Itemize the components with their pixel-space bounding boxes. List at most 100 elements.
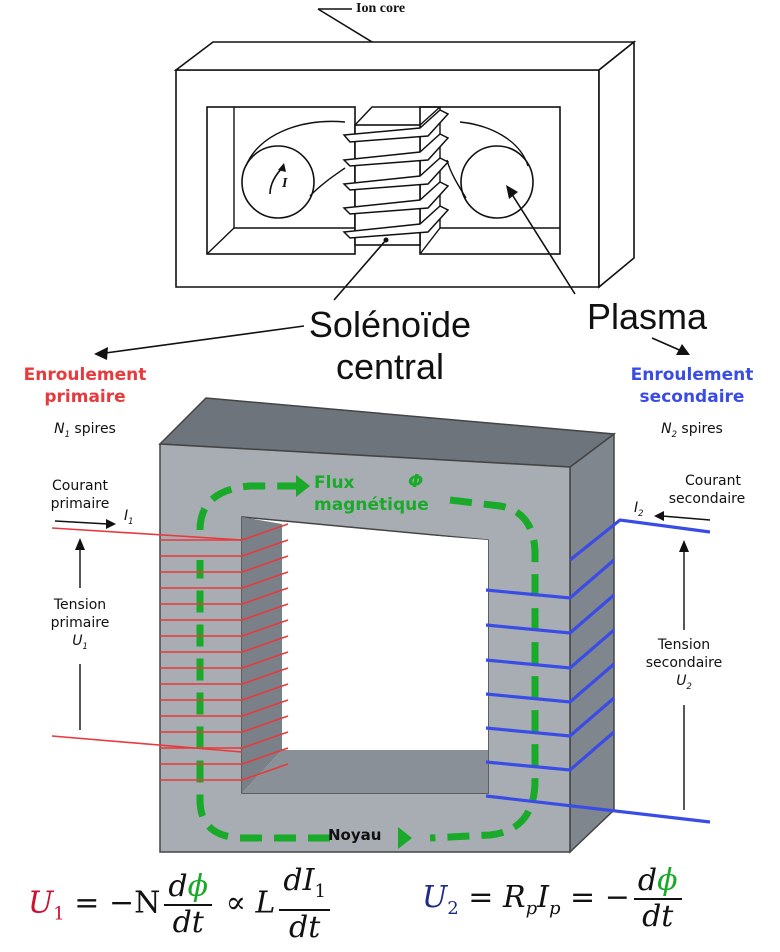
primary-turns: N1 spires xyxy=(10,420,160,443)
core-right-face xyxy=(598,40,635,289)
eq1-num2: dI xyxy=(283,863,315,898)
eq1-den2: dt xyxy=(289,910,321,945)
secondary-turns: N2 spires xyxy=(612,420,772,443)
secondary-turns-sub: 2 xyxy=(671,428,677,439)
primary-current-label: Courant primaire xyxy=(30,477,130,513)
core-label: Noyau xyxy=(328,826,382,844)
primary-title: Enroulement primaire xyxy=(10,364,160,408)
window-inner-bottom xyxy=(242,750,488,793)
plasma-leader xyxy=(507,187,576,295)
eq2-den: dt xyxy=(642,899,674,934)
eq2-R-sub: p xyxy=(525,898,538,919)
primary-voltage-line2: primaire xyxy=(50,615,110,631)
core-top-face xyxy=(173,41,637,71)
plasma-current-symbol: I xyxy=(282,176,288,191)
secondary-current-arrowhead-icon xyxy=(654,511,664,521)
secondary-voltage-sub: 2 xyxy=(686,680,692,691)
secondary-current-symbol-sub: 2 xyxy=(638,507,644,518)
eq1-num-d: d xyxy=(168,868,188,904)
eq2-equals-2: = xyxy=(570,880,596,915)
window-inner-left xyxy=(242,517,282,793)
secondary-current-line1: Courant xyxy=(685,473,741,489)
primary-title-line2: primaire xyxy=(44,387,126,407)
flux-line2: magnétique xyxy=(314,495,429,515)
secondary-current-symbol-letter: I xyxy=(634,500,639,516)
eq1-minus-n: −N xyxy=(108,885,161,921)
plasma-tail-right xyxy=(459,121,529,167)
central-solenoid-label: Solénoïde central xyxy=(300,304,480,388)
ion-core-label: Ion core xyxy=(356,1,406,16)
eq2-num-phi: ϕ xyxy=(657,863,678,898)
primary-current-line2: primaire xyxy=(50,496,110,512)
eq2-lhs: U xyxy=(422,880,448,915)
flux-line1: Flux xyxy=(314,473,355,493)
primary-current-symbol-letter: I xyxy=(124,508,129,524)
primary-voltage-line1: Tension xyxy=(53,597,107,613)
eq2-I: I xyxy=(537,880,549,915)
secondary-turns-word: spires xyxy=(681,421,723,437)
secondary-current-symbol: I2 xyxy=(634,499,643,522)
secondary-voltage-line1: Tension xyxy=(657,637,711,653)
primary-arrowhead-icon xyxy=(94,347,108,360)
plasma-circle-right xyxy=(460,145,534,219)
primary-voltage-label: Tension primaire U1 xyxy=(30,596,130,655)
flux-label: Flux magnétique xyxy=(314,472,429,516)
secondary-voltage-line2: secondaire xyxy=(645,655,723,671)
flux-arrowhead-bottom-icon xyxy=(398,827,412,849)
solenoid-leader xyxy=(333,239,387,301)
primary-turns-symbol: N xyxy=(54,421,65,437)
secondary-current-label: Courant secondaire xyxy=(650,472,750,508)
solenoid-top xyxy=(354,106,442,126)
secondary-current-line2: secondaire xyxy=(668,491,746,507)
eq2-I-sub: p xyxy=(548,898,561,919)
secondary-voltage-label: Tension secondaire U2 xyxy=(636,636,732,695)
window-opening xyxy=(282,524,488,750)
secondary-title-line1: Enroulement xyxy=(630,365,754,385)
eq1-lhs: U xyxy=(28,885,54,921)
plasma-circle-left xyxy=(241,145,315,219)
eq1-fraction-2: dI1 dt xyxy=(279,864,330,945)
secondary-voltage-symbol: U xyxy=(676,673,687,689)
eq1-num2-sub: 1 xyxy=(314,881,326,902)
eq1-lhs-sub: 1 xyxy=(53,903,65,925)
primary-current-arrow xyxy=(54,520,109,525)
plasma-arrowhead-icon xyxy=(506,185,518,199)
transformer-side-face xyxy=(569,432,615,854)
primary-current-line1: Courant xyxy=(52,478,108,494)
secondary-leader xyxy=(651,337,685,353)
plasma-tail-left-2 xyxy=(309,167,346,197)
eq2-equals: = xyxy=(468,880,494,915)
primary-current-arrowhead-icon xyxy=(106,519,116,529)
primary-coil xyxy=(51,523,289,781)
primary-current-symbol: I1 xyxy=(124,507,133,530)
flux-symbol: Φ xyxy=(408,471,424,492)
secondary-title-line2: secondaire xyxy=(639,387,745,407)
eq1-L: L xyxy=(255,885,276,921)
eq1-num-phi: ϕ xyxy=(187,868,209,904)
primary-voltage-arrowhead-icon xyxy=(75,538,85,550)
secondary-voltage-arrowhead-icon xyxy=(679,540,689,552)
flux-arrowhead-top-icon xyxy=(296,475,310,497)
secondary-title: Enroulement secondaire xyxy=(612,364,772,408)
solenoid-coils xyxy=(342,109,450,239)
primary-turns-sub: 1 xyxy=(64,428,70,439)
eq1-den: dt xyxy=(172,904,204,940)
current-arrowhead-icon xyxy=(278,163,286,172)
primary-voltage-symbol: U xyxy=(72,633,83,649)
eq2-minus: − xyxy=(604,880,630,915)
plasma-label: Plasma xyxy=(587,296,708,337)
eq2-lhs-sub: 2 xyxy=(447,898,459,919)
flux-path xyxy=(196,482,539,842)
plasma-tail-left xyxy=(245,120,346,167)
eq1-prop: ∝ xyxy=(225,885,246,921)
primary-current-symbol-sub: 1 xyxy=(128,515,134,526)
eq2-num-d: d xyxy=(637,863,658,898)
eq2-R: R xyxy=(502,880,526,915)
secondary-arrowhead-icon xyxy=(676,344,690,355)
